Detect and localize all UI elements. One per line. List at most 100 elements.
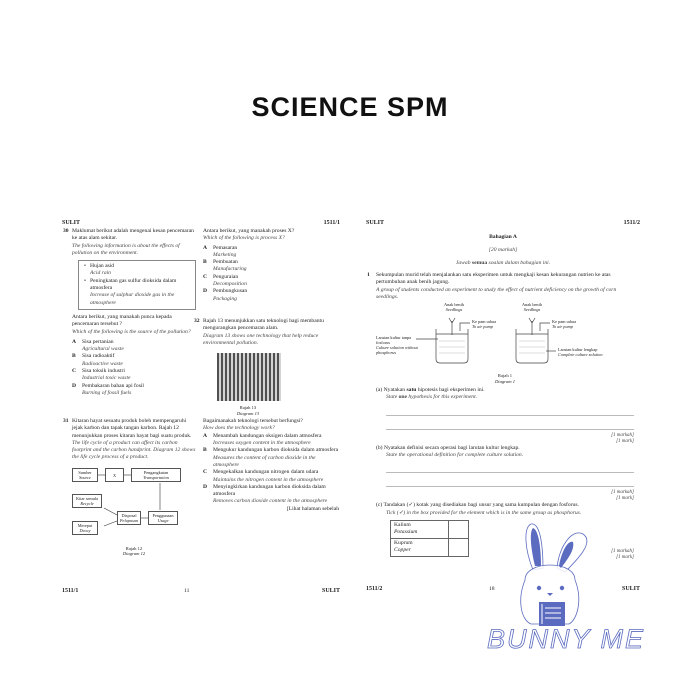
text: Nyatakan definisi secara operasi bagi la… — [383, 444, 520, 451]
text: Source — [79, 474, 91, 480]
page-number: 18 — [489, 586, 495, 592]
beaker-diagram — [416, 318, 556, 364]
text: Menambah kandungan oksigen dalam atmosfe… — [213, 432, 322, 439]
text: Removes carbon dioxide content in the at… — [213, 498, 328, 505]
option-a[interactable]: A Menambah kandungan oksigen dalam atmosf… — [203, 433, 339, 448]
text: Pemasaran — [213, 244, 238, 251]
question-ask: Antara berikut, yang manakah punca kepad… — [72, 313, 172, 328]
info-item-en: Acid rain — [90, 270, 111, 277]
text: Packaging — [213, 295, 237, 302]
text: Ke pam udara — [552, 319, 577, 325]
section-title: Bahagian A — [489, 234, 517, 240]
text: Pembuatan — [213, 259, 238, 266]
marks: [1 markah][1 mark] — [376, 549, 634, 561]
question-1: 1 Sekumpulan murid telah menjalankan sat… — [367, 272, 634, 561]
footer-sulit: SULIT — [621, 586, 640, 592]
option-c[interactable]: C Mengekalkan kandungan nitrogen dalam ud… — [203, 469, 339, 484]
text: [1 mark] — [616, 554, 634, 560]
right-page: SULIT 1511/2 Bahagian A [20 markah] Jawa… — [366, 220, 640, 600]
text: C — [203, 273, 208, 280]
text: [1 markah] — [611, 490, 634, 496]
text: [1 mark] — [616, 496, 634, 502]
question-32: 32 Rajah 13 menunjukkan satu teknologi b… — [194, 318, 339, 513]
marks: [1 markah][1 mark] — [376, 490, 634, 502]
text: D — [72, 382, 77, 389]
question-x: Antara berikut, yang manakah proses X? W… — [203, 228, 338, 303]
text: Kalium — [394, 521, 411, 528]
question-ask-en: How does the technology work? — [203, 425, 275, 432]
text: Larutan kultur lengkap — [558, 347, 598, 353]
text: (a) — [376, 387, 383, 394]
text: Diagram 13 — [236, 410, 260, 416]
text: Rajah 1 — [497, 373, 513, 379]
bunny-logo-icon — [520, 523, 588, 626]
question-text: Rajah 13 menunjukkan satu teknologi bagi… — [203, 318, 324, 332]
text: Menyingkirkan kandungan karbon dioksida … — [213, 483, 326, 498]
marks: [1 markah][1 mark] — [376, 433, 634, 445]
instructions: Jawab semua soalan dalam bahagian ini. — [366, 260, 640, 267]
text: A — [203, 432, 208, 439]
text: Transportation — [143, 474, 169, 480]
text: Seedlings — [445, 307, 463, 313]
text: C — [203, 469, 208, 476]
page-number: 11 — [184, 588, 190, 594]
info-item: Peningkatan gas sulfur dioksida dalam at… — [90, 277, 177, 292]
text: Penggunaan — [152, 512, 174, 518]
text: Tick (✓) in the box provided for the ele… — [386, 509, 582, 516]
text: Anak benih — [444, 302, 464, 308]
text: Sisa radioaktif — [82, 353, 115, 360]
footer-code: 1511/1 — [62, 588, 79, 594]
text: Rajah 13 — [239, 405, 257, 411]
text: semua — [471, 260, 488, 266]
tick-box[interactable] — [448, 537, 469, 557]
text: Jawab — [455, 260, 472, 266]
question-text: Kitaran hayat sesuatu produk boleh mempe… — [72, 418, 192, 439]
text: Anak benih — [522, 302, 542, 308]
text: State — [386, 394, 399, 401]
text: Culture solution without phosphorus — [376, 345, 418, 356]
left-page: SULIT 1511/1 30 Maklumat berikut adalah … — [62, 220, 344, 600]
text: [1 mark] — [616, 438, 634, 444]
text: Maintains the nitrogen content in the at… — [213, 476, 324, 483]
answer-line[interactable] — [386, 402, 634, 416]
question-ask-en: Which of the following is the source of … — [72, 328, 191, 335]
text: Usage — [157, 517, 169, 523]
text: one — [398, 394, 407, 401]
answer-line[interactable] — [386, 459, 634, 474]
text: Mengekalkan kandungan nitrogen dalam uda… — [213, 469, 319, 476]
tick-box[interactable] — [448, 519, 469, 539]
footer-code: 1511/2 — [366, 586, 383, 592]
text: B — [203, 447, 207, 454]
text: Burning of fossil fuels — [82, 389, 132, 396]
answer-line[interactable] — [386, 473, 634, 488]
text: Kitar semula — [75, 495, 99, 501]
part-a: (a) Nyatakan satu hipotesis bagi eksperi… — [376, 387, 634, 445]
text: Complete culture solution — [558, 352, 603, 358]
text: Increases oxygen content in the atmosphe… — [213, 440, 311, 447]
text: Ke pam udara — [472, 319, 497, 325]
answer-line[interactable] — [386, 416, 634, 430]
text: A — [72, 338, 77, 345]
question-ask: Antara berikut, yang manakah proses X? — [203, 228, 295, 234]
text: Agricultural waste — [82, 346, 124, 353]
